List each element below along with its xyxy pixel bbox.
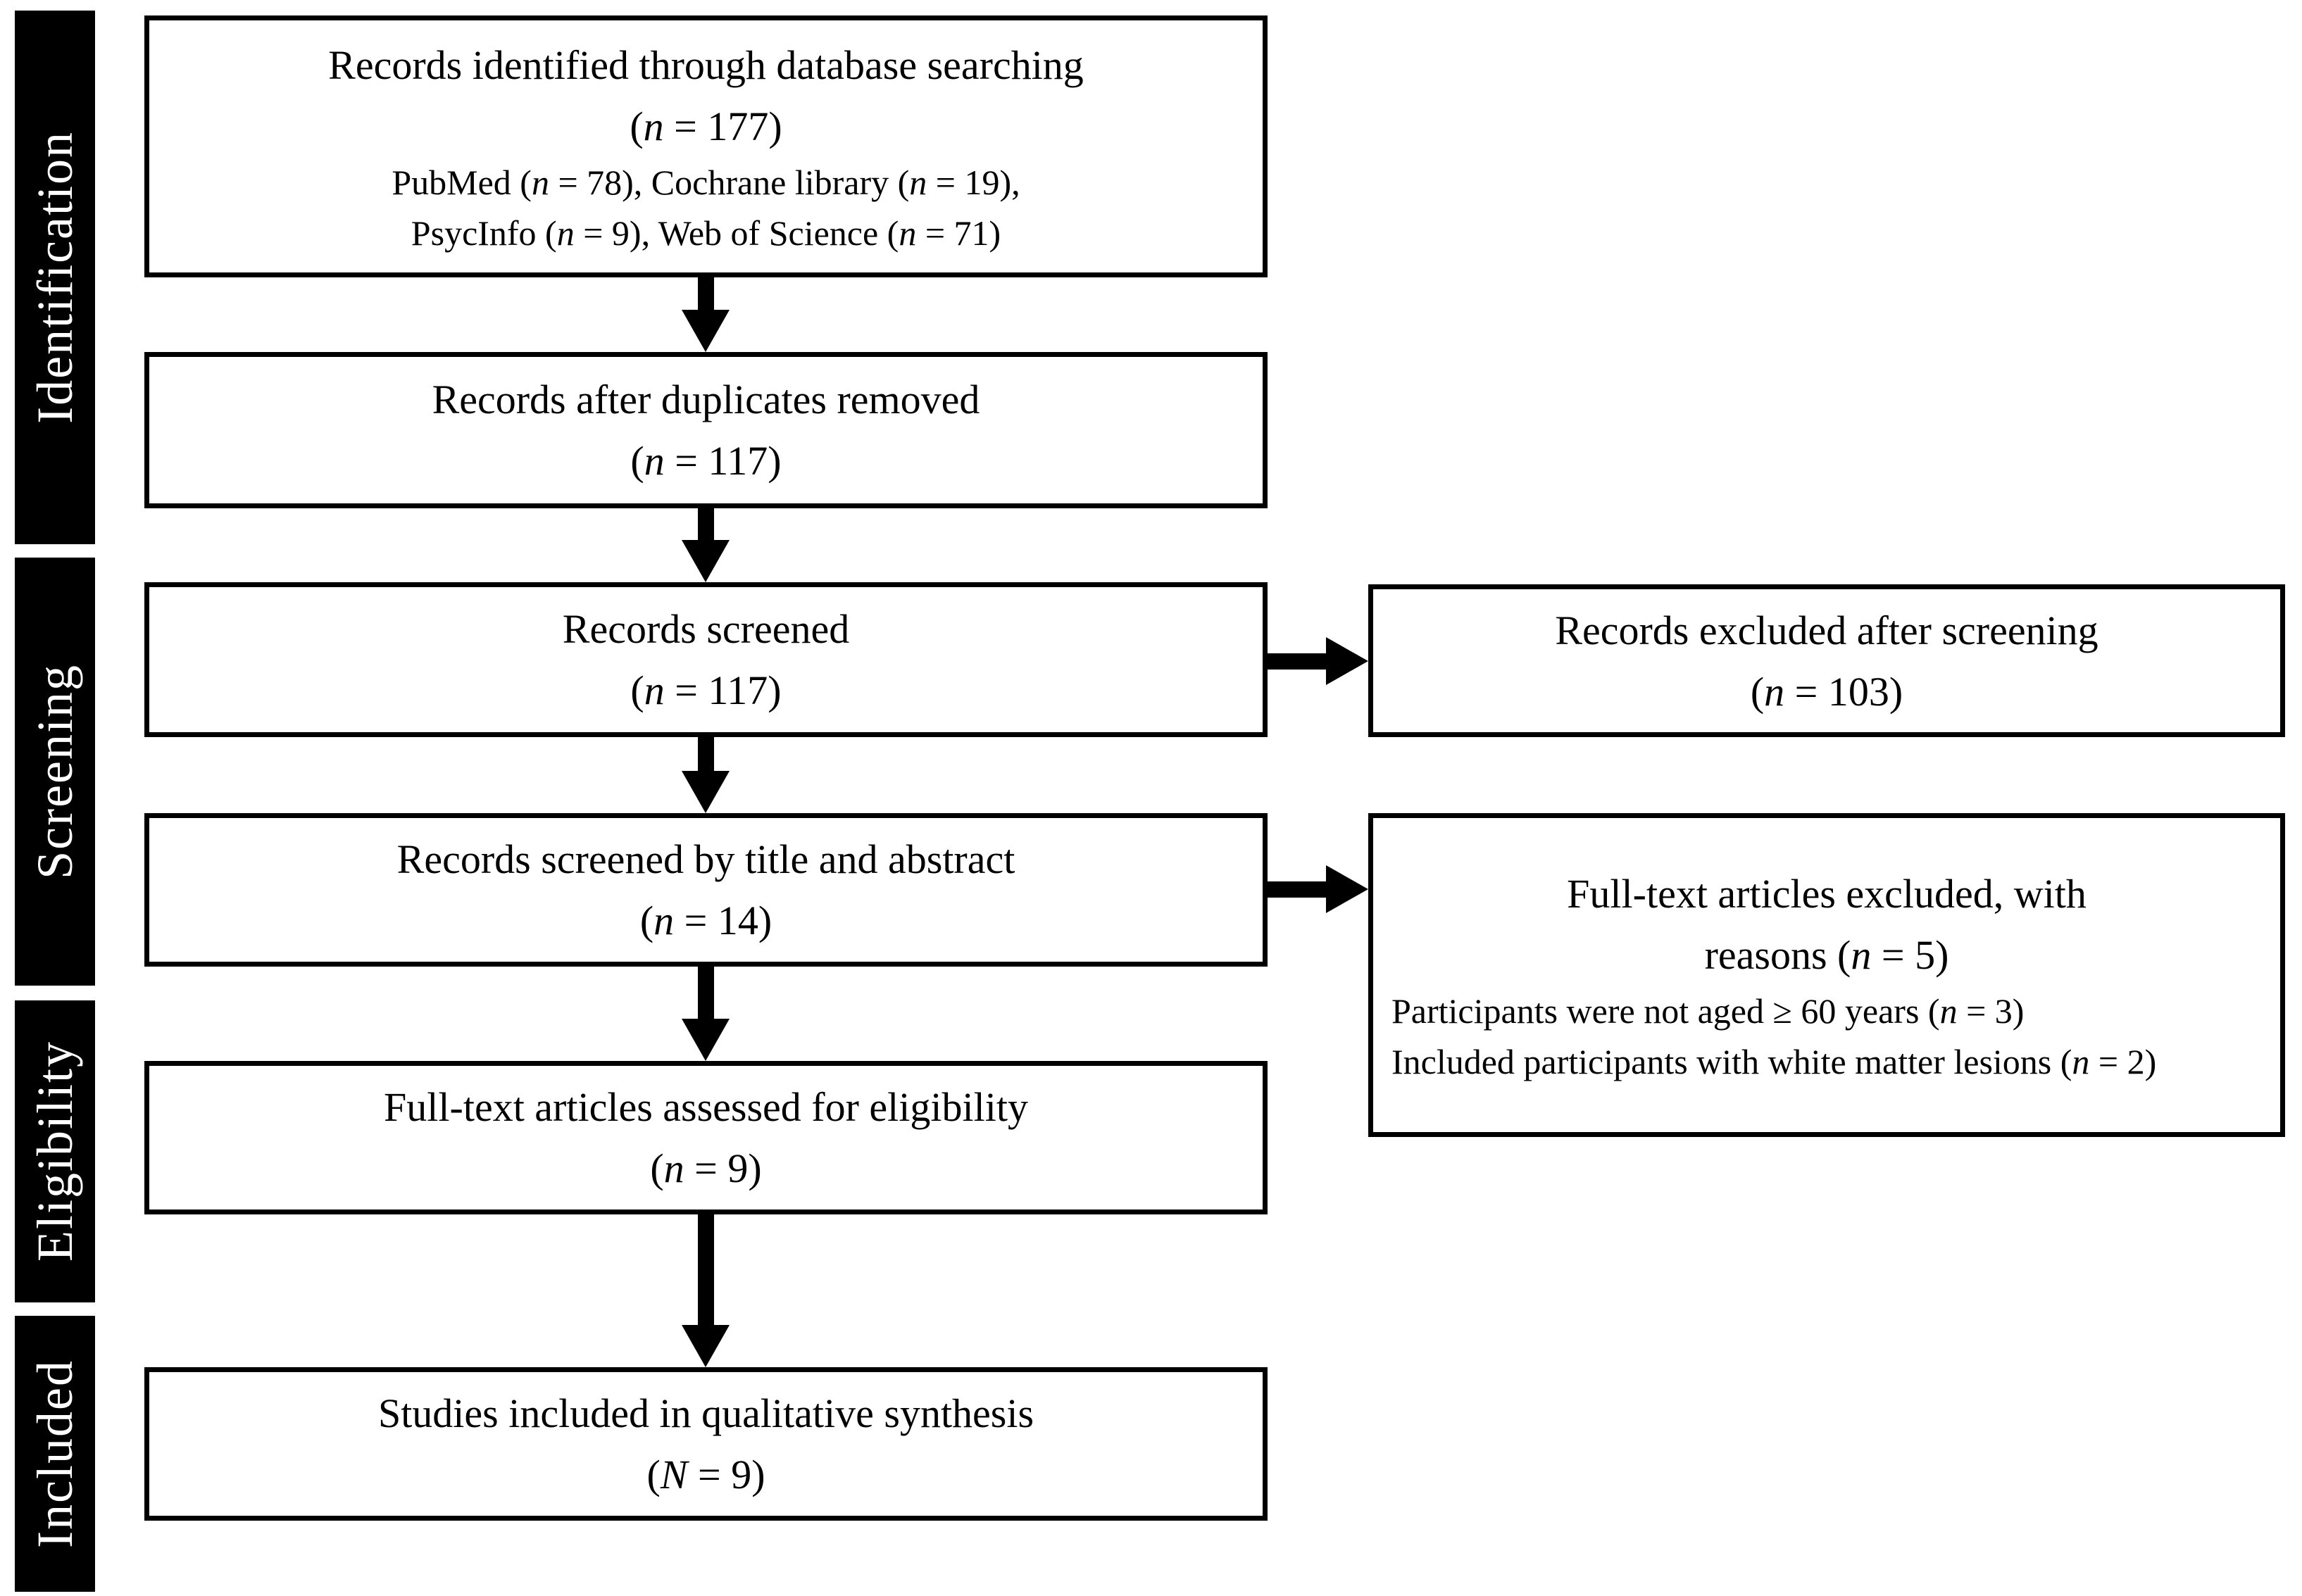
- box-duplicates-removed: Records after duplicates removed (n = 11…: [144, 352, 1268, 508]
- stage-identification: Identification: [15, 11, 95, 544]
- stage-screening-label: Screening: [26, 664, 83, 879]
- box-studies-included-count: (N = 9): [646, 1452, 765, 1497]
- arrow-head: [1326, 865, 1368, 913]
- stage-eligibility: Eligibility: [15, 1000, 95, 1302]
- arrow-down-icon: [682, 967, 730, 1061]
- arrow-head: [682, 771, 730, 813]
- box-studies-included-title: Studies included in qualitative synthesi…: [377, 1390, 1034, 1436]
- box-records-identified-title: Records identified through database sear…: [328, 42, 1084, 88]
- arrow-shaft: [1266, 653, 1326, 670]
- arrow-head: [682, 310, 730, 352]
- box-records-screened: Records screened (n = 117): [144, 582, 1268, 737]
- arrow-down-icon: [682, 508, 730, 582]
- box-fulltext-excluded-title-line1: Full-text articles excluded, with: [1567, 871, 2087, 917]
- box-duplicates-removed-title: Records after duplicates removed: [432, 377, 980, 422]
- stage-screening: Screening: [15, 558, 95, 986]
- stage-included: Included: [15, 1316, 95, 1592]
- box-records-excluded: Records excluded after screening (n = 10…: [1368, 584, 2285, 737]
- arrow-head: [682, 1019, 730, 1061]
- box-fulltext-excluded-title-line2: reasons (n = 5): [1704, 932, 1949, 978]
- box-fulltext-excluded-reasons: Participants were not aged ≥ 60 years (n…: [1373, 986, 2280, 1087]
- box-fulltext-assessed: Full-text articles assessed for eligibil…: [144, 1061, 1268, 1214]
- arrow-head: [682, 540, 730, 582]
- box-screened-title-abstract: Records screened by title and abstract (…: [144, 813, 1268, 967]
- stage-identification-label: Identification: [26, 131, 83, 424]
- arrow-head: [682, 1325, 730, 1367]
- box-fulltext-assessed-title: Full-text articles assessed for eligibil…: [384, 1084, 1028, 1130]
- arrow-shaft: [697, 1214, 714, 1325]
- arrow-head: [1326, 637, 1368, 685]
- exclusion-reason-age: Participants were not aged ≥ 60 years (n…: [1391, 991, 2025, 1031]
- box-records-screened-title: Records screened: [562, 606, 850, 652]
- arrow-down-icon: [682, 277, 730, 352]
- box-records-excluded-title: Records excluded after screening: [1555, 607, 2098, 653]
- box-records-excluded-count: (n = 103): [1750, 668, 1903, 715]
- arrow-right-icon: [1266, 637, 1368, 685]
- arrow-down-icon: [682, 1214, 730, 1367]
- box-records-identified-detail-line2: PsycInfo (n = 9), Web of Science (n = 71…: [411, 213, 1001, 253]
- box-records-identified-count: (n = 177): [630, 103, 782, 149]
- box-screened-title-abstract-title: Records screened by title and abstract: [396, 836, 1015, 882]
- arrow-shaft: [697, 508, 714, 540]
- arrow-shaft: [697, 737, 714, 771]
- arrow-shaft: [697, 277, 714, 310]
- arrow-down-icon: [682, 737, 730, 813]
- stage-included-label: Included: [26, 1359, 83, 1548]
- box-fulltext-assessed-count: (n = 9): [650, 1145, 762, 1191]
- box-records-screened-count: (n = 117): [630, 667, 782, 713]
- box-fulltext-excluded: Full-text articles excluded, with reason…: [1368, 813, 2285, 1137]
- box-screened-title-abstract-count: (n = 14): [639, 898, 772, 943]
- box-studies-included: Studies included in qualitative synthesi…: [144, 1367, 1268, 1521]
- exclusion-reason-lesions: Included participants with white matter …: [1391, 1042, 2157, 1081]
- box-records-identified-detail-line1: PubMed (n = 78), Cochrane library (n = 1…: [392, 163, 1020, 202]
- arrow-right-icon: [1266, 865, 1368, 913]
- arrow-shaft: [1266, 881, 1326, 898]
- arrow-shaft: [697, 967, 714, 1019]
- box-duplicates-removed-count: (n = 117): [630, 438, 782, 484]
- stage-eligibility-label: Eligibility: [26, 1041, 83, 1262]
- box-records-identified: Records identified through database sear…: [144, 15, 1268, 277]
